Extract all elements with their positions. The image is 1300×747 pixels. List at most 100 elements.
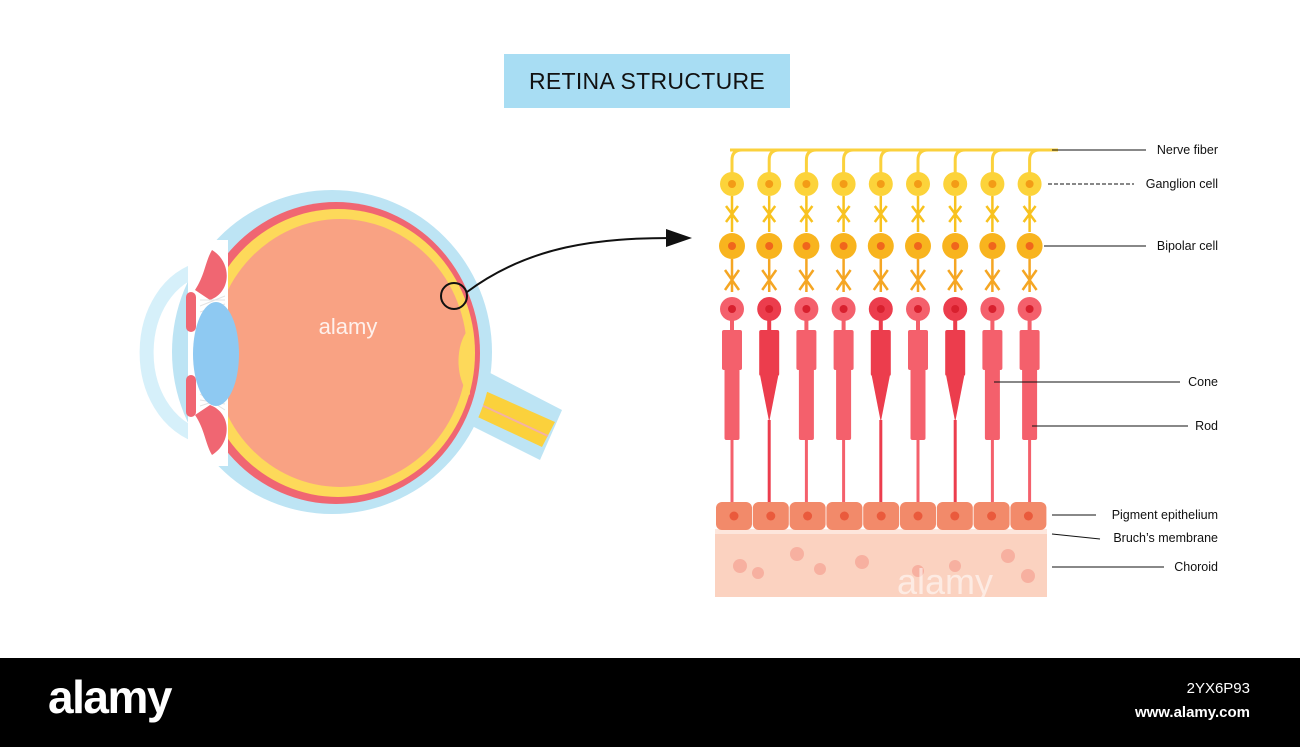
nerve-fiber-branch <box>953 148 966 184</box>
rod-outer-segment <box>984 368 1000 440</box>
ganglion-nucleus <box>914 180 922 188</box>
photoreceptor-axon <box>879 420 883 502</box>
bipolar-nucleus <box>839 242 848 250</box>
photoreceptor-nucleus <box>728 305 736 313</box>
label-rod: Rod <box>1195 419 1218 433</box>
lens <box>193 302 239 406</box>
synapse <box>873 196 888 232</box>
ciliary-body-top <box>195 250 227 300</box>
photoreceptor-axon <box>916 438 920 502</box>
ganglion-nucleus <box>951 180 960 188</box>
bipolar-nucleus <box>914 242 922 250</box>
bipolar-nucleus <box>951 242 960 250</box>
bruchs-membrane-layer <box>715 529 1047 534</box>
cell-column <box>1016 148 1043 502</box>
rod-outer-segment <box>798 368 814 440</box>
rod-inner-segment <box>833 330 854 370</box>
ganglion-nucleus <box>765 180 774 188</box>
photoreceptor-axon <box>1028 438 1032 502</box>
photoreceptor-nucleus <box>914 305 922 313</box>
cell-column <box>719 148 745 502</box>
pigment-epithelium-cells <box>716 502 1047 530</box>
synapse <box>836 196 851 232</box>
synapse <box>947 259 964 292</box>
epithelium-nucleus <box>839 511 849 521</box>
epithelium-nucleus <box>913 511 923 521</box>
label-cone: Cone <box>1188 375 1218 389</box>
synapse <box>798 259 815 292</box>
eye-cross-section <box>139 190 562 514</box>
photoreceptor-nucleus <box>1025 305 1034 313</box>
iris-bottom <box>186 375 196 417</box>
iris-top <box>186 292 196 332</box>
label-pigment-epithelium: Pigment epithelium <box>1112 508 1218 522</box>
epithelium-nucleus <box>950 511 960 521</box>
photoreceptor-nucleus <box>802 305 811 313</box>
ganglion-nucleus <box>1025 180 1034 188</box>
photoreceptor-axon <box>953 420 957 502</box>
synapse <box>911 196 925 232</box>
label-bipolar-cell: Bipolar cell <box>1157 239 1218 253</box>
choroid-tissue <box>715 533 1047 597</box>
rod-inner-segment <box>1019 330 1040 370</box>
synapse <box>723 259 741 292</box>
footer-brand-logo: alamy <box>48 671 172 723</box>
cell-columns <box>719 148 1043 502</box>
epithelium-nucleus <box>987 511 997 521</box>
bipolar-nucleus <box>1025 242 1034 250</box>
bipolar-nucleus <box>876 242 885 250</box>
label-nerve-fiber: Nerve fiber <box>1157 143 1218 157</box>
cell-column <box>867 148 894 502</box>
magnifier-circle <box>440 282 468 310</box>
photoreceptor-axon <box>730 438 734 502</box>
synapse <box>761 259 778 292</box>
cell-column <box>830 148 857 502</box>
epithelium-nucleus <box>876 511 886 521</box>
title-box: RETINA STRUCTURE <box>504 54 790 108</box>
photoreceptor-nucleus <box>988 305 997 313</box>
epithelium-nucleus <box>766 511 776 521</box>
synapse <box>909 259 927 292</box>
cone-inner-segment <box>759 330 780 376</box>
ganglion-nucleus <box>876 180 885 188</box>
rod-inner-segment <box>796 330 817 370</box>
photoreceptor-nucleus <box>951 305 960 313</box>
synapse <box>835 259 852 292</box>
bipolar-nucleus <box>988 242 997 250</box>
synapse <box>799 196 814 232</box>
label-ganglion-cell: Ganglion cell <box>1146 177 1218 191</box>
bipolar-nucleus <box>765 242 774 250</box>
label-bruchs-membrane: Bruch’s membrane <box>1113 531 1218 545</box>
synapse <box>1021 259 1038 292</box>
photoreceptor-nucleus <box>839 305 848 313</box>
watermark-eye: alamy <box>319 314 378 339</box>
photoreceptor-nucleus <box>876 305 885 313</box>
bipolar-nucleus <box>802 242 811 250</box>
vitreous-body <box>213 219 467 487</box>
cell-column <box>756 148 783 502</box>
cone-inner-segment <box>945 330 966 376</box>
synapse <box>984 259 1001 292</box>
footer-bar: alamy 2YX6P93 www.alamy.com <box>0 658 1300 747</box>
rod-inner-segment <box>982 330 1003 370</box>
bipolar-nucleus <box>728 242 736 250</box>
rod-inner-segment <box>908 330 928 370</box>
rod-outer-segment <box>724 368 740 440</box>
nerve-fiber-branch <box>990 148 1003 184</box>
epithelium-nucleus <box>1023 511 1033 521</box>
synapse <box>948 196 963 232</box>
photoreceptor-axon <box>990 438 994 502</box>
cone-outer-segment <box>871 376 890 422</box>
photoreceptor-nucleus <box>765 305 774 313</box>
labels <box>994 149 1188 568</box>
footer-image-id: 2YX6P93 <box>1186 680 1250 697</box>
ganglion-nucleus <box>839 180 848 188</box>
synapse <box>725 196 739 232</box>
cell-column <box>793 148 820 502</box>
retina-diagram: Nerve fiber Ganglion cell Bipolar cell C… <box>139 143 1219 597</box>
photoreceptor-axon <box>804 438 808 502</box>
nerve-fiber-branch <box>879 148 891 184</box>
cell-column <box>942 148 969 502</box>
retina-detail <box>715 148 1058 597</box>
synapse <box>762 196 777 232</box>
